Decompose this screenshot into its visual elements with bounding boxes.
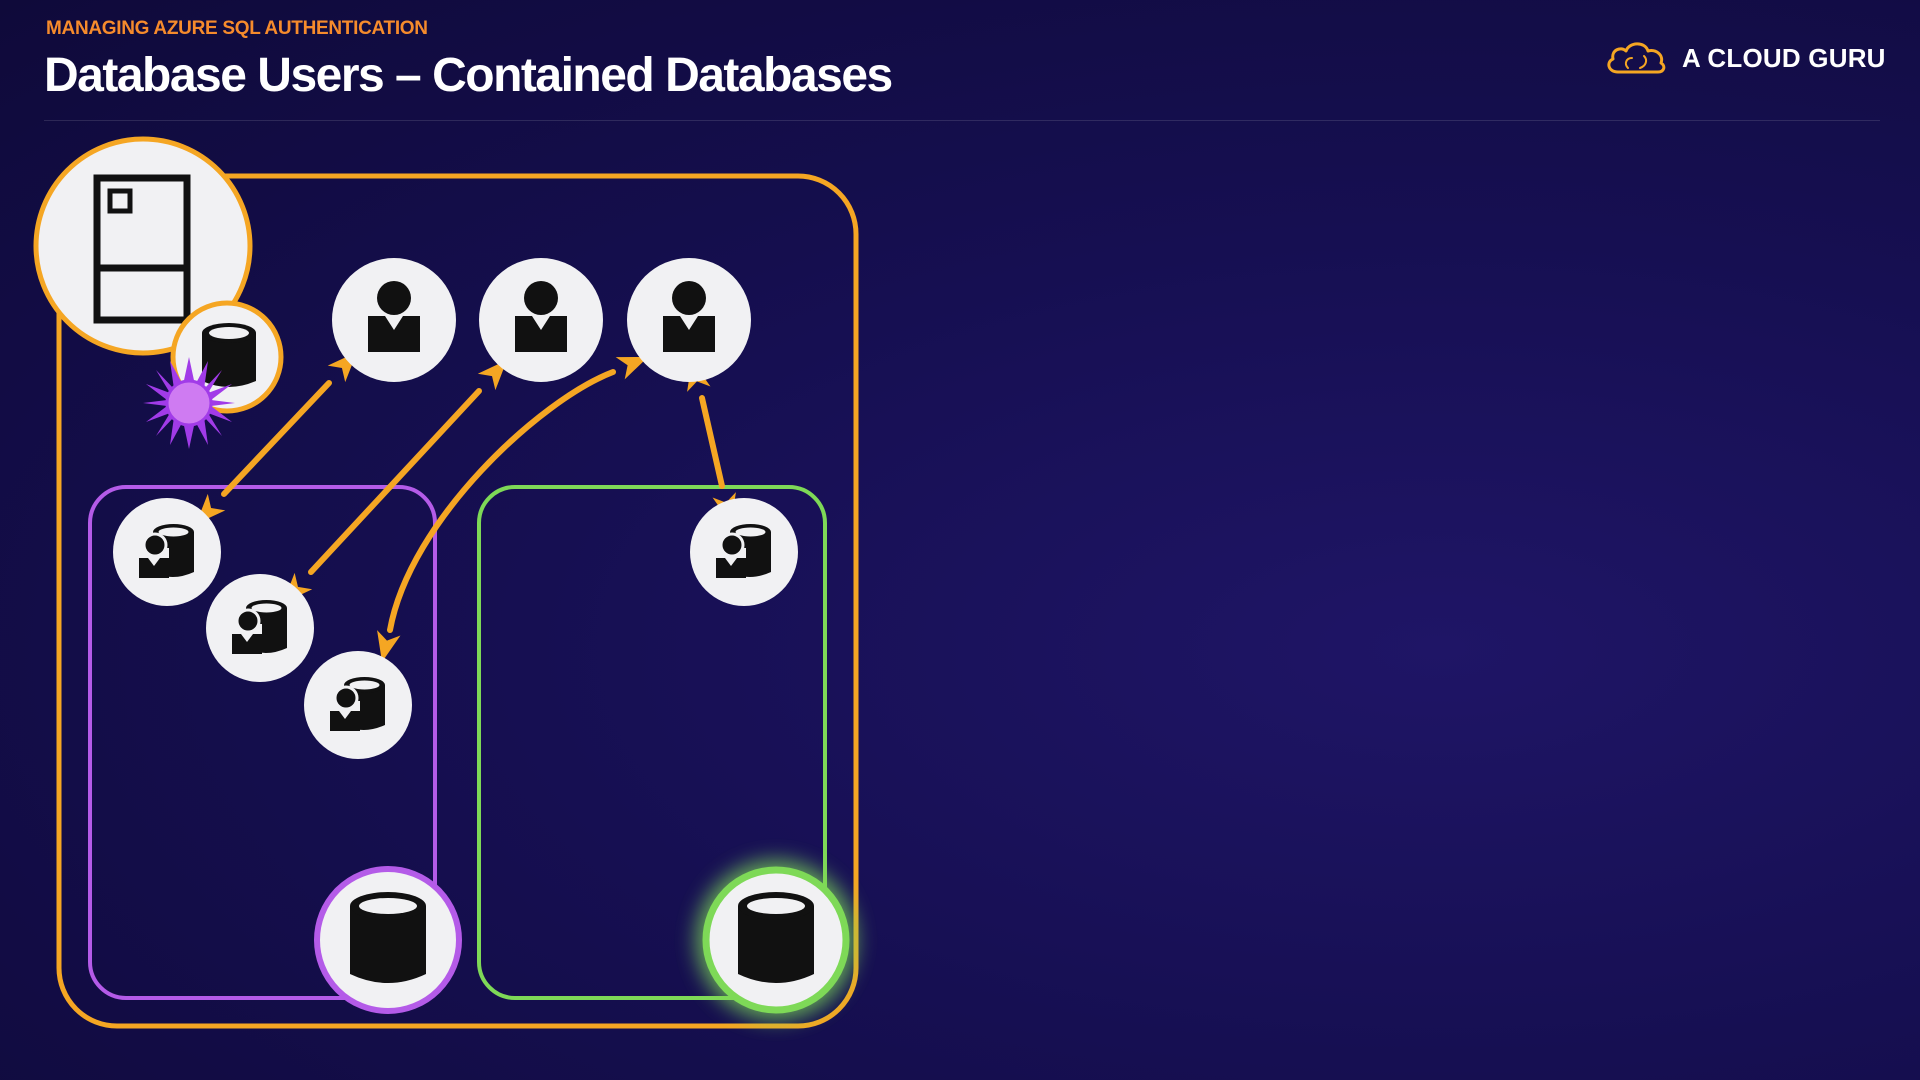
section-subtitle: MANAGING AZURE SQL AUTHENTICATION (46, 18, 428, 39)
brand-logo: A CLOUD GURU (1604, 38, 1886, 78)
purple-database-node (314, 866, 462, 1014)
page-title: Database Users – Contained Databases (44, 49, 893, 102)
server-node (33, 136, 253, 356)
database-icon (738, 892, 814, 983)
purple-database-frame (88, 485, 437, 1000)
server-icon (93, 174, 191, 324)
link-arrows (187, 343, 743, 665)
link-arrow-2 (274, 351, 516, 612)
sun-badge-icon (143, 357, 235, 449)
user-node-2 (479, 258, 603, 382)
link-arrow-3 (370, 345, 653, 665)
green-database-node (696, 860, 856, 1020)
database-icon (202, 323, 256, 387)
header-divider (44, 120, 1880, 121)
purple-db-user-node-1 (113, 498, 221, 606)
database-icon (350, 892, 426, 983)
green-db-user-node-1 (690, 498, 798, 606)
green-database-frame (477, 485, 827, 1000)
server-frame (56, 173, 859, 1029)
user-node-3 (627, 258, 751, 382)
purple-db-user-node-2 (206, 574, 314, 682)
link-arrow-1 (187, 343, 366, 533)
brand-name: A CLOUD GURU (1682, 42, 1886, 73)
link-arrow-4 (680, 357, 743, 527)
purple-db-user-node-3 (304, 651, 412, 759)
cloud-logo-icon (1607, 42, 1666, 74)
user-node-1 (332, 258, 456, 382)
